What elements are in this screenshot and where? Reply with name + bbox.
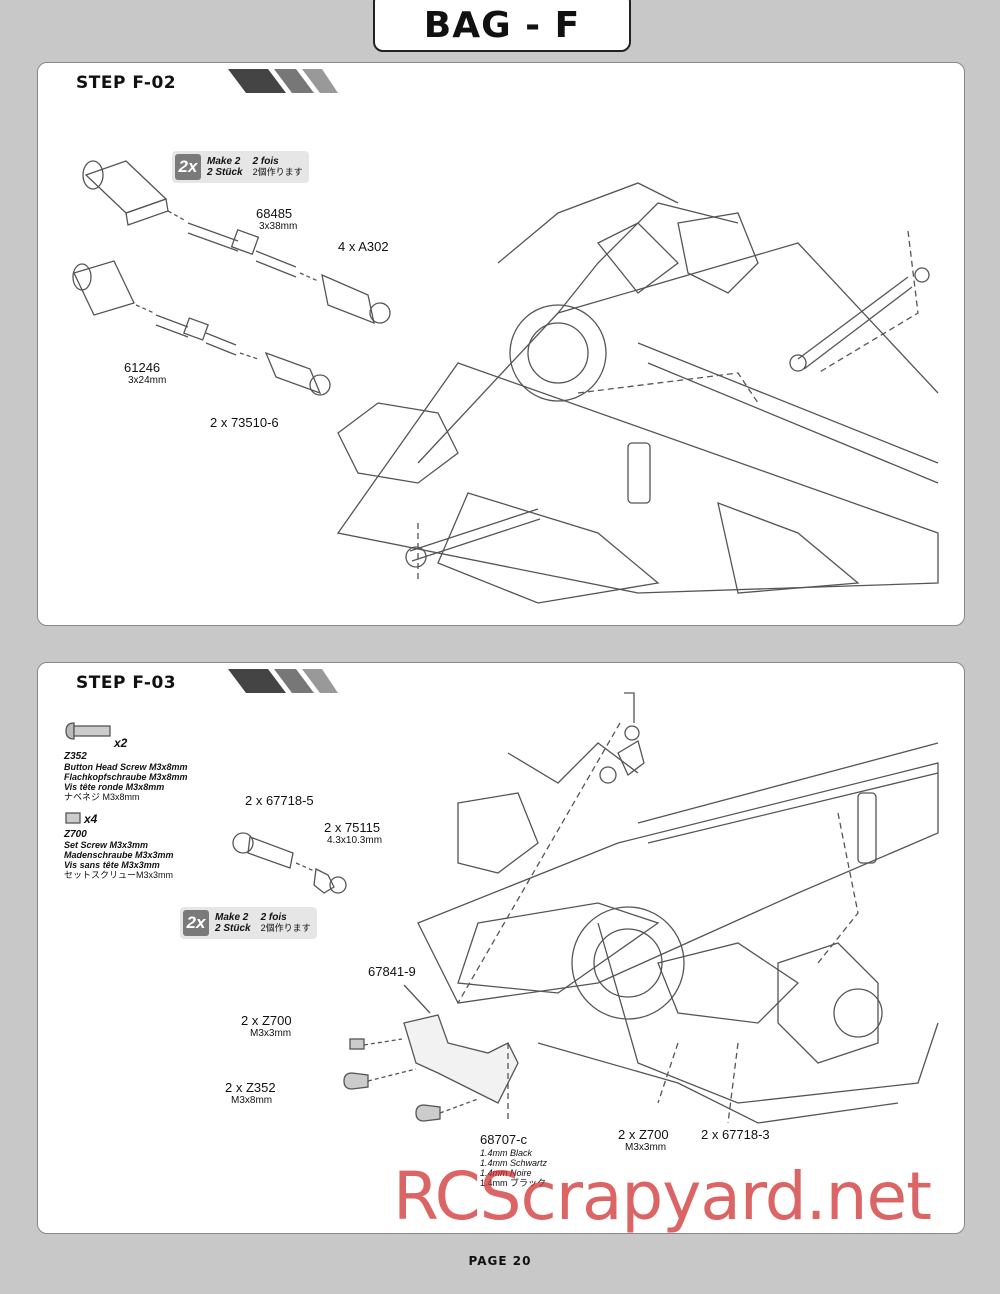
part-label: 68707-c — [480, 1132, 527, 1147]
part-label: 2 x 73510-6 — [210, 415, 279, 430]
step-f03-diagram — [65, 692, 939, 1124]
part-label: 61246 — [124, 360, 161, 375]
rod-end-part — [321, 273, 375, 325]
part-label: 68485 — [256, 206, 293, 221]
hardware-z352-qty: x2 — [114, 736, 128, 750]
hardware-z700-qty: x4 — [84, 812, 98, 826]
set-screw-icon — [65, 812, 81, 824]
stripe-decoration — [228, 669, 338, 693]
part-label: 4 x A302 — [338, 239, 389, 254]
part-size: M3x3mm — [250, 1028, 292, 1039]
make-2-badge: 2x Make 2 2 fois 2 Stück 2個作ります — [172, 151, 309, 183]
part-size: M3x3mm — [625, 1142, 667, 1153]
part-label: 2 x Z700 — [618, 1127, 669, 1142]
part-label: 2 x Z700 — [241, 1013, 292, 1028]
step-f03-title: STEP F-03 — [76, 673, 177, 693]
part-label: 2 x Z352 — [225, 1080, 276, 1095]
bag-title-tab: BAG - F — [373, 0, 631, 52]
part-label: 2 x 75115 — [324, 820, 381, 835]
part-variants: 1.4mm Black 1.4mm Schwartz 1.4mm Noire 1… — [480, 1148, 548, 1188]
step-f02-panel: STEP F-02 — [37, 62, 965, 626]
part-size: M3x8mm — [231, 1095, 273, 1106]
step-f03-panel: STEP F-03 — [37, 662, 965, 1234]
bag-title: BAG - F — [423, 4, 581, 46]
watermark-text: RCScrapyard.net — [393, 1158, 932, 1235]
stripe-decoration — [228, 69, 338, 93]
part-size: 4.3x10.3mm — [327, 835, 383, 846]
button-head-screw-icon — [65, 722, 111, 740]
step-f02-title: STEP F-02 — [76, 73, 177, 93]
step-f02-diagram — [72, 160, 939, 604]
part-size: 3x24mm — [128, 375, 167, 386]
part-size: 3x38mm — [259, 221, 298, 232]
page-number: PAGE 20 — [468, 1254, 532, 1268]
hardware-z700: Z700 Set Screw M3x3mm Madenschraube M3x3… — [64, 829, 174, 881]
part-label: 67841-9 — [368, 964, 416, 979]
hardware-z352: Z352 Button Head Screw M3x8mm Flachkopfs… — [64, 751, 188, 803]
part-label: 2 x 67718-3 — [701, 1127, 770, 1142]
part-label: 2 x 67718-5 — [245, 793, 314, 808]
make-2-badge: 2x Make 2 2 fois 2 Stück 2個作ります — [180, 907, 317, 939]
